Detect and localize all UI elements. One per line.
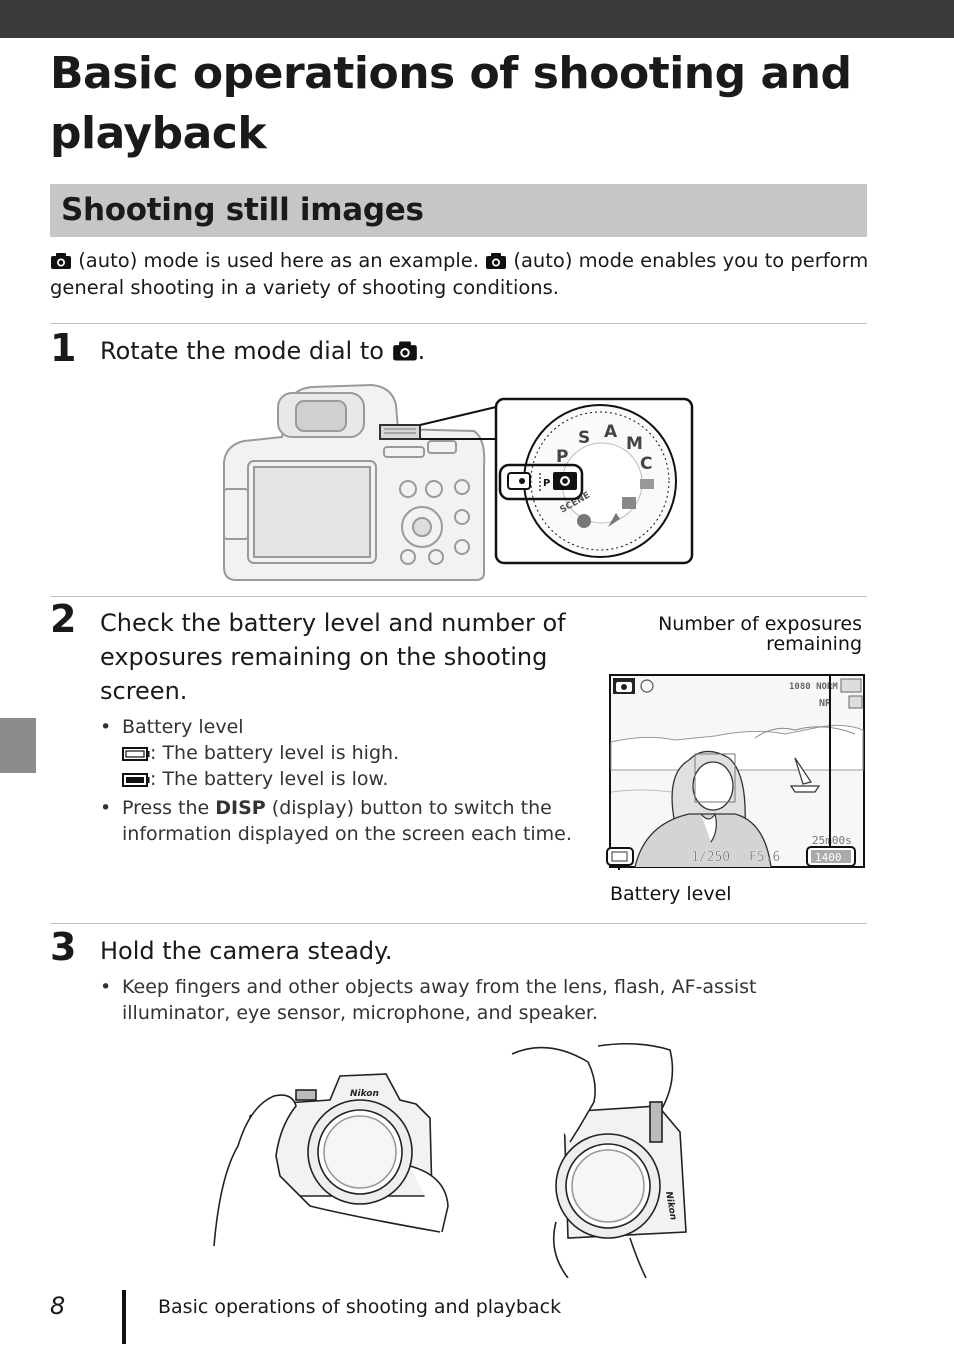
aperture-value: F5.6 — [749, 850, 780, 865]
shutter-speed: 1/250 — [691, 850, 730, 865]
brand-logo: Nikon — [350, 1089, 379, 1099]
header-bar — [0, 0, 954, 38]
auto-mode-icon — [392, 341, 417, 361]
disp-suffix: (display) button to switch the informati… — [122, 797, 572, 845]
intro-text-2: (auto) mode enables you to perform gener… — [50, 249, 869, 299]
divider — [50, 596, 867, 597]
footer-chapter-title: Basic operations of shooting and playbac… — [158, 1296, 562, 1318]
top-status-icons: 1080 NORM — [789, 682, 838, 692]
step-number: 1 — [50, 326, 77, 370]
effects-icon — [622, 497, 636, 509]
dial-s-label: S — [578, 428, 590, 448]
list-item: Keep fingers and other objects away from… — [100, 974, 870, 1026]
auto-mode-icon — [51, 253, 71, 269]
exposures-callout-label: Number of exposures remaining — [658, 613, 862, 655]
footer-divider — [122, 1290, 126, 1344]
brand-logo: Nikon — [663, 1191, 678, 1221]
chapter-tab — [0, 718, 36, 773]
divider — [50, 923, 867, 924]
intro-text-1: (auto) mode is used here as an example. — [78, 249, 479, 272]
step-1-text: Rotate the mode dial to — [100, 337, 384, 365]
step-number: 3 — [50, 925, 77, 969]
disp-button-label: DISP — [215, 797, 266, 819]
list-item: Battery level : The battery level is hig… — [100, 714, 580, 792]
step-1-suffix: . — [417, 337, 426, 365]
step-3-bullets: Keep fingers and other objects away from… — [100, 974, 870, 1026]
step-3-text: Hold the camera steady. — [100, 937, 393, 965]
shooting-screen-illustration: 1080 NORM NR 25m00s 1/250 F5.6 1400 — [606, 674, 865, 870]
section-title: Shooting still images — [61, 192, 424, 228]
intro-paragraph: (auto) mode is used here as an example. … — [50, 247, 870, 301]
exposures-count: 1400 — [815, 851, 842, 864]
svg-text:P: P — [543, 478, 550, 489]
time-remaining: 25m00s — [812, 834, 852, 847]
scene-camera-icon — [640, 479, 654, 489]
dial-m-label: M — [626, 434, 643, 454]
dial-p-label: P — [556, 447, 568, 467]
battery-high-text: : The battery level is high. — [150, 742, 400, 764]
step-number: 2 — [50, 597, 77, 641]
page-number: 8 — [50, 1292, 66, 1320]
bird-icon — [608, 513, 620, 527]
step-2-bullets: Battery level : The battery level is hig… — [100, 714, 580, 847]
section-heading-band — [50, 184, 867, 237]
battery-full-icon — [122, 747, 150, 761]
page-title: Basic operations of shooting and playbac… — [50, 48, 852, 159]
holding-camera-vertical-illustration: Nikon — [511, 1042, 687, 1278]
battery-low-icon — [122, 773, 150, 787]
nr-indicator: NR — [819, 698, 832, 709]
list-item: Press the DISP (display) button to switc… — [100, 795, 580, 847]
step-2-text: Check the battery level and number of ex… — [100, 609, 566, 705]
dial-a-label: A — [604, 422, 618, 442]
auto-mode-icon — [486, 253, 507, 269]
battery-low-text: : The battery level is low. — [150, 768, 389, 790]
holding-camera-front-illustration: Nikon — [213, 1073, 449, 1247]
step-text: Rotate the mode dial to . — [100, 334, 425, 368]
battery-callout-label: Battery level — [610, 883, 732, 905]
disp-prefix: Press the — [122, 797, 210, 819]
battery-bullet-title: Battery level — [122, 716, 244, 738]
night-icon — [577, 514, 591, 528]
divider — [50, 323, 867, 324]
dial-c-label: C — [640, 454, 652, 474]
camera-back-illustration: P S A M C SCENE P — [223, 383, 694, 581]
